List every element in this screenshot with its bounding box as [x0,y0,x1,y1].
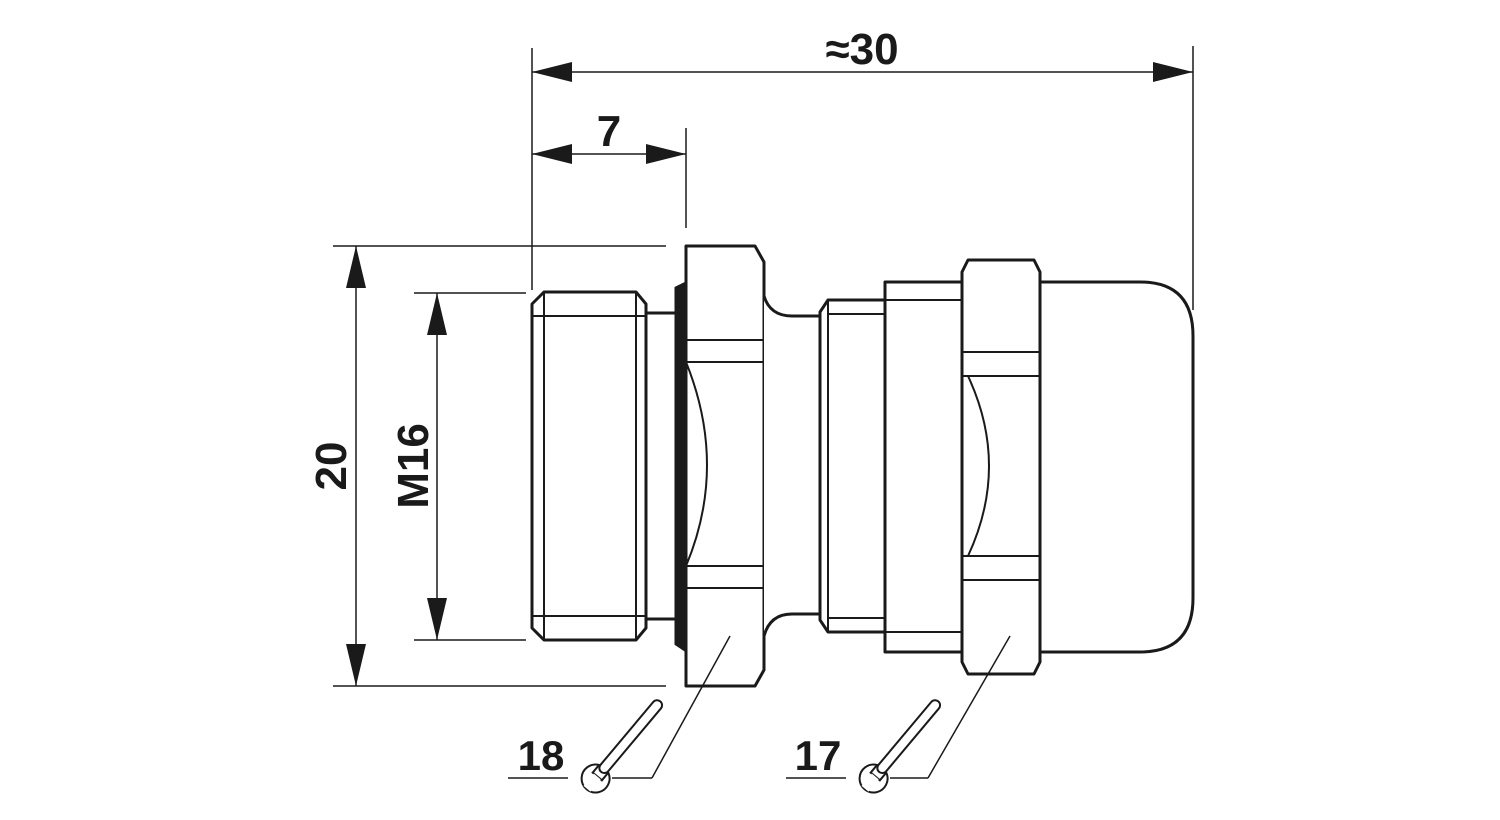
thread-length-label: 7 [597,107,621,156]
thread-label: M16 [389,423,438,509]
gland-body [530,244,1195,688]
outer-diameter-label: 20 [307,442,356,491]
dimension-lines [333,46,1194,687]
wrench-icon [580,699,664,794]
wrench-size-17-label: 17 [795,732,842,779]
wrench-callout-17 [786,635,1011,794]
overall-length-label: ≈30 [825,25,898,74]
wrench-callout-18 [508,635,731,794]
wrench-size-18-label: 18 [518,732,565,779]
wrench-icon [858,699,942,794]
